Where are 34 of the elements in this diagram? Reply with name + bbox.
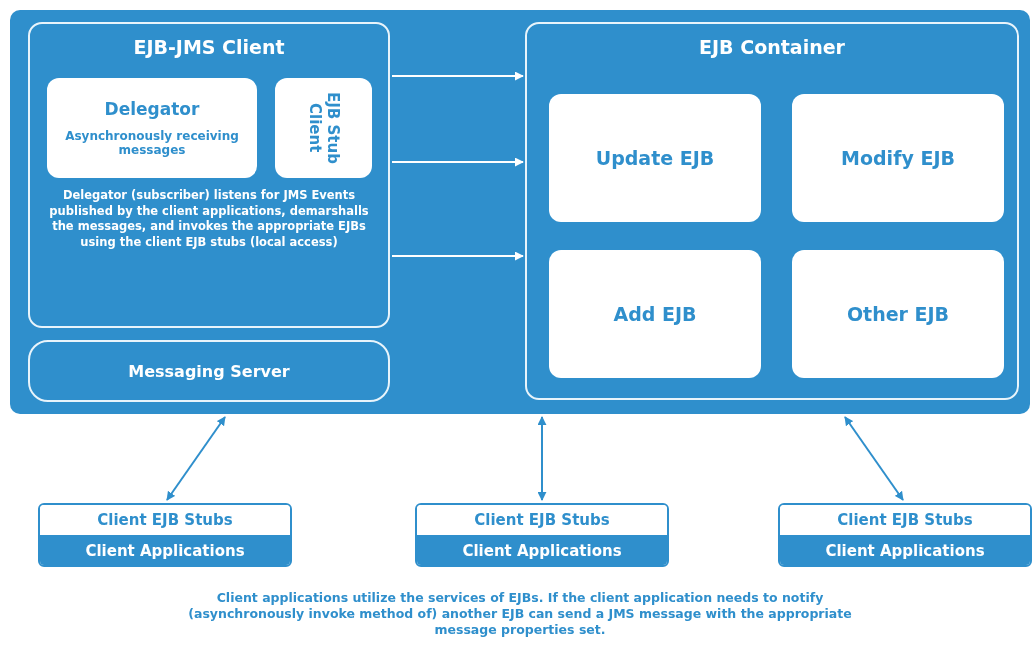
description-text: Delegator (subscriber) listens for JMS Events published by the client applications, demarshalls the messages, and invokes the appropriate EJBs using the client EJB stubs (local access) bbox=[49, 188, 369, 250]
delegator-box bbox=[47, 78, 257, 178]
ejb-box bbox=[792, 250, 1004, 378]
box-title: Modify EJB bbox=[841, 147, 955, 169]
arrow bbox=[391, 71, 524, 81]
box-title: Update EJB bbox=[595, 147, 715, 169]
box-label: Messaging Server bbox=[128, 361, 290, 381]
arrow bbox=[537, 416, 547, 501]
applications-band: Client Applications bbox=[780, 535, 1030, 565]
arrow bbox=[391, 251, 524, 261]
arrow bbox=[844, 416, 904, 501]
box-title: Delegator bbox=[104, 99, 200, 119]
arrow bbox=[391, 157, 524, 167]
ejb-box bbox=[549, 94, 761, 222]
ejb-box bbox=[792, 94, 1004, 222]
server-box bbox=[28, 340, 390, 402]
caption-text: Client applications utilize the services of EJBs. If the client application needs to notify (asynchronously invoke method of) another EJB can send a JMS message with the appropriate message properties set. bbox=[187, 590, 853, 638]
container-group-box bbox=[525, 22, 1019, 400]
client-stack-box bbox=[38, 503, 292, 567]
box-title: Add EJB bbox=[613, 303, 697, 325]
applications-band: Client Applications bbox=[40, 535, 290, 565]
group-title: EJB Container bbox=[699, 36, 845, 58]
background-panel bbox=[10, 10, 1030, 414]
ejb-box bbox=[549, 250, 761, 378]
client-group-box bbox=[28, 22, 390, 328]
group-title: EJB-JMS Client bbox=[133, 36, 285, 58]
arrow bbox=[166, 416, 226, 501]
box-subtitle: Asynchronously receiving messages bbox=[64, 129, 240, 157]
applications-band: Client Applications bbox=[417, 535, 667, 565]
stub-box bbox=[275, 78, 372, 178]
client-stack-box bbox=[415, 503, 669, 567]
box-title: Other EJB bbox=[846, 303, 950, 325]
box-label: Client EJB Stub bbox=[305, 91, 342, 166]
client-stack-box bbox=[778, 503, 1032, 567]
